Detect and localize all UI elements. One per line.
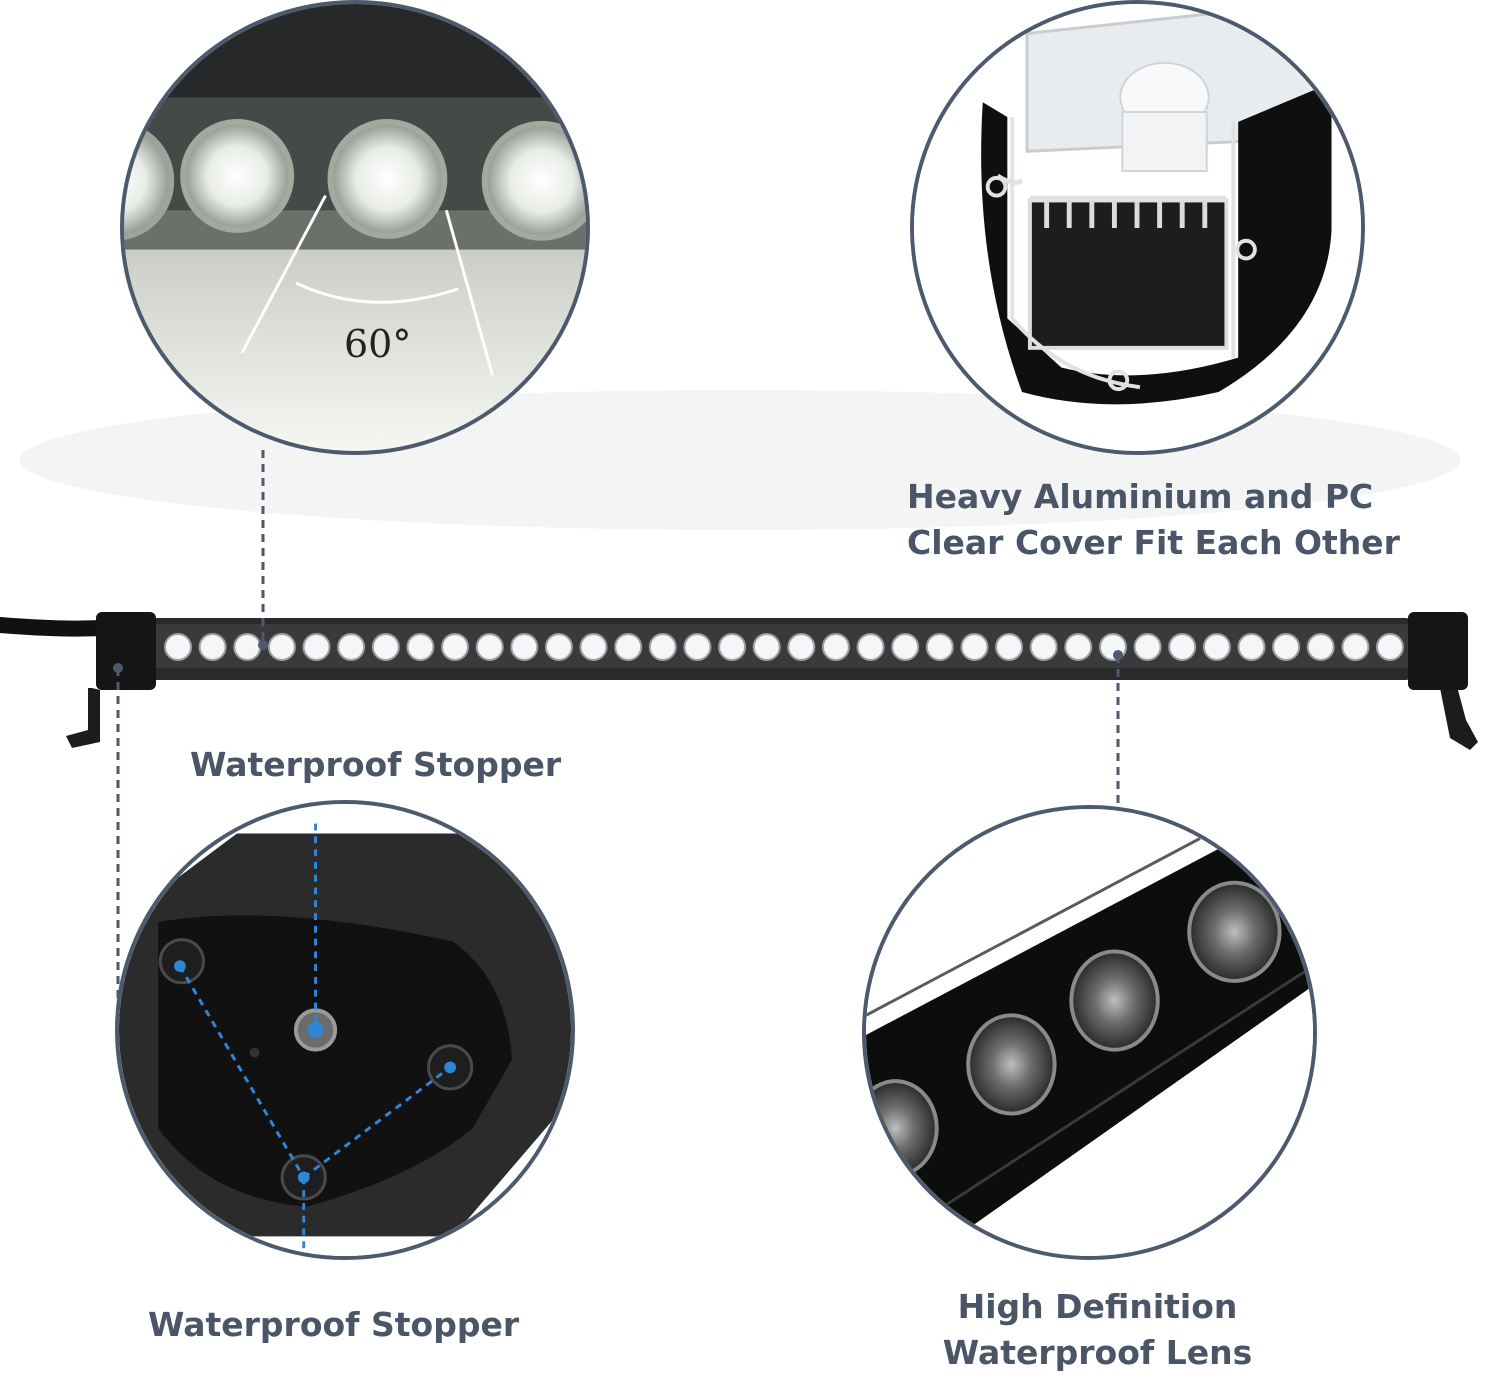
led-30 [1168,633,1197,661]
stopper-callout-top: Waterproof Stopper [190,745,562,784]
vent-hole [249,1047,260,1058]
led-11 [510,633,539,661]
led-13 [579,633,608,661]
led-7 [371,633,400,661]
right-end-cap [1408,612,1468,690]
lens-3 [1069,949,1160,1052]
power-cable [0,617,108,637]
leader-dot-lens [1113,650,1123,660]
led-12 [544,633,573,661]
led-26 [1029,633,1058,661]
led-10 [475,633,504,661]
led-24 [960,633,989,661]
stopper-callout-bottom: Waterproof Stopper [148,1305,520,1344]
housing-cross-section-photo [914,4,1361,451]
screw-slot-left [985,175,1008,198]
housing-callout: Heavy Aluminium and PC Clear Cover Fit E… [907,474,1400,566]
beam-angle-label: 60° [344,322,412,366]
led-9 [441,633,469,661]
housing-callout-line2: Clear Cover Fit Each Other [907,523,1400,562]
beam-angle-arc [295,281,459,304]
led-row [164,633,1404,661]
led-lens-center [327,118,448,239]
led-14 [614,633,643,661]
lens-4 [1187,880,1282,983]
screw-slot-right [1235,238,1257,261]
led-8 [406,633,435,661]
lens-1 [866,1079,939,1178]
led-20 [821,633,850,661]
leader-dot-angle [258,640,268,650]
beam-line-right [444,209,494,376]
lens-photo [866,809,1313,1256]
led-15 [648,633,677,661]
housing-cross-section-detail [910,0,1365,455]
housing-callout-line1: Heavy Aluminium and PC [907,477,1374,516]
led-mount [1121,111,1208,172]
led-lens-left [124,121,175,240]
led-5 [302,633,331,661]
led-1 [164,633,192,661]
led-23 [925,633,954,661]
led-22 [891,633,920,661]
led-19 [787,633,816,661]
led-21 [856,633,885,661]
led-35 [1341,633,1370,661]
led-2 [198,633,227,661]
aluminium-housing [981,82,1332,405]
led-34 [1306,633,1335,661]
end-cap-side-face [158,915,513,1207]
lens-2 [966,1013,1057,1116]
led-33 [1272,633,1301,661]
led-25 [995,633,1024,661]
heat-sink-fins [1044,200,1208,228]
led-31 [1202,633,1231,661]
led-29 [1133,633,1162,661]
beam-line-left [240,194,327,354]
lens-callout: High Definition Waterproof Lens [940,1284,1255,1376]
led-4 [267,633,296,661]
led-lens-left-center [180,118,295,233]
led-3 [233,633,262,661]
led-32 [1237,633,1266,661]
led-17 [718,633,747,661]
lens-callout-line1: High Definition [957,1287,1238,1326]
leader-dot-stopper [113,663,123,673]
lens-callout-line2: Waterproof Lens [942,1333,1253,1372]
led-27 [1064,633,1093,661]
led-lens-right [481,120,586,241]
right-bracket [1440,688,1478,750]
end-cap-photo [119,804,571,1256]
beam-angle-detail: 60° [120,0,590,455]
left-bracket [66,688,100,748]
waterproof-stopper-detail [115,800,575,1260]
inner-profile [1027,198,1229,350]
stopper-leader-lines [178,823,452,1256]
led-6 [337,633,366,661]
led-18 [752,633,781,661]
led-16 [683,633,712,661]
left-end-cap [96,612,156,690]
led-36 [1376,633,1404,661]
waterproof-lens-detail [862,805,1317,1260]
beam-angle-photo [124,4,586,451]
